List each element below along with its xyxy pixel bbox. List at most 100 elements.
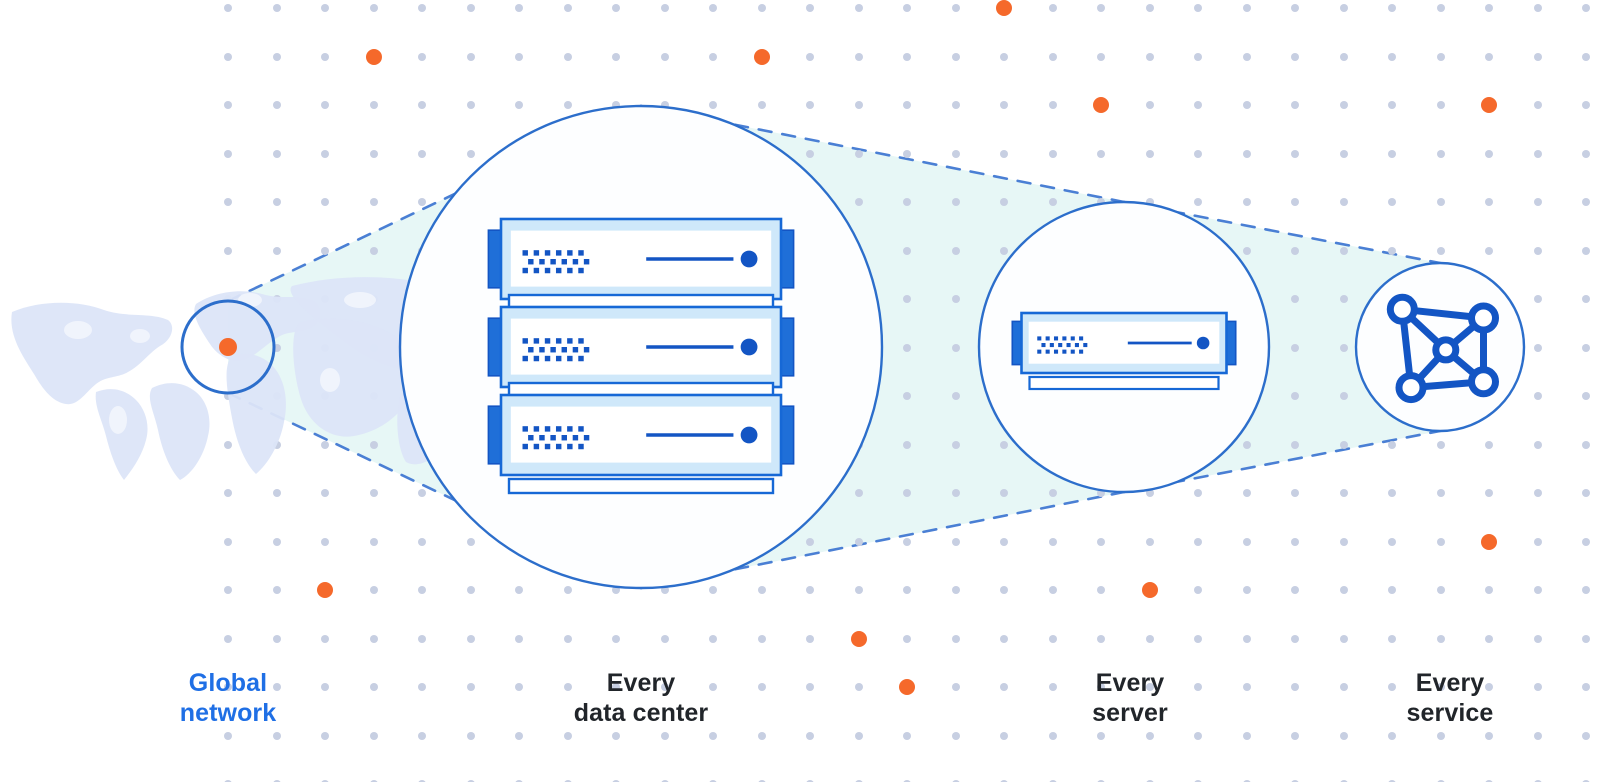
server-port-dot xyxy=(572,347,579,353)
server-port-dot xyxy=(533,338,540,344)
grid-dot xyxy=(273,732,281,740)
grid-dot xyxy=(952,441,960,449)
grid-dot xyxy=(467,101,475,109)
grid-dot xyxy=(1049,538,1057,546)
grid-dot xyxy=(903,198,911,206)
grid-dot xyxy=(1000,441,1008,449)
server-port-dot xyxy=(522,426,528,432)
server-port-dot xyxy=(550,259,556,265)
grid-dot xyxy=(1582,441,1590,449)
grid-dot xyxy=(709,4,717,12)
grid-dot xyxy=(370,101,378,109)
server-port-dot xyxy=(567,250,573,256)
grid-dot xyxy=(418,683,426,691)
grid-dot xyxy=(321,635,329,643)
grid-dot xyxy=(1340,295,1348,303)
server-port-dot xyxy=(1058,343,1063,348)
grid-dot xyxy=(467,635,475,643)
grid-dot xyxy=(1194,489,1202,497)
grid-dot xyxy=(1485,198,1493,206)
grid-dot xyxy=(758,101,766,109)
grid-dot xyxy=(1243,586,1251,594)
grid-dot xyxy=(952,392,960,400)
highlight-dot xyxy=(1142,582,1158,598)
grid-dot xyxy=(418,101,426,109)
grid-dot xyxy=(224,489,232,497)
grid-dot xyxy=(1485,732,1493,740)
grid-dot xyxy=(1291,101,1299,109)
grid-dot xyxy=(1582,344,1590,352)
grid-dot xyxy=(806,538,814,546)
grid-dot xyxy=(1194,53,1202,61)
server-port-dot xyxy=(1079,349,1084,354)
highlight-dot xyxy=(1481,534,1497,550)
grid-dot xyxy=(1437,441,1445,449)
grid-dot xyxy=(952,586,960,594)
grid-dot xyxy=(1437,683,1445,691)
grid-dot xyxy=(758,635,766,643)
server-port-dot xyxy=(533,267,540,274)
grid-dot xyxy=(952,150,960,158)
grid-dot xyxy=(952,635,960,643)
stage-label-global-network: Global network xyxy=(179,669,277,727)
server-rack xyxy=(487,217,795,495)
grid-dot xyxy=(1097,586,1105,594)
server-indicator-dot xyxy=(740,426,758,444)
server-port-dot xyxy=(544,338,551,344)
grid-dot xyxy=(1437,101,1445,109)
grid-dot xyxy=(515,4,523,12)
grid-dot xyxy=(1437,150,1445,158)
server-port-dot xyxy=(1045,336,1050,341)
grid-dot xyxy=(1194,101,1202,109)
grid-dot xyxy=(1534,344,1542,352)
server-port-dot xyxy=(583,435,590,441)
grid-dot xyxy=(806,150,814,158)
grid-dot xyxy=(806,635,814,643)
grid-dot xyxy=(758,4,766,12)
grid-dot xyxy=(1291,344,1299,352)
highlight-dot xyxy=(1481,97,1497,113)
grid-dot xyxy=(1194,538,1202,546)
grid-dot xyxy=(224,150,232,158)
grid-dot xyxy=(1000,586,1008,594)
grid-dot xyxy=(903,538,911,546)
grid-dot xyxy=(1582,732,1590,740)
grid-dot xyxy=(1243,150,1251,158)
grid-dot xyxy=(1485,247,1493,255)
grid-dot xyxy=(1243,732,1251,740)
grid-dot xyxy=(515,732,523,740)
server-port-dot xyxy=(522,267,528,274)
grid-dot xyxy=(564,635,572,643)
grid-dot xyxy=(903,247,911,255)
grid-dot xyxy=(1000,489,1008,497)
grid-dot xyxy=(370,4,378,12)
grid-dot xyxy=(418,489,426,497)
grid-dot xyxy=(515,683,523,691)
rack-base xyxy=(507,477,775,495)
grid-dot xyxy=(467,732,475,740)
highlight-dot xyxy=(1093,97,1109,113)
grid-dot xyxy=(1582,295,1590,303)
grid-dot xyxy=(855,489,863,497)
grid-dot xyxy=(370,538,378,546)
grid-dot xyxy=(1291,538,1299,546)
server-port-dot xyxy=(539,259,545,265)
grid-dot xyxy=(321,101,329,109)
grid-dot xyxy=(273,247,281,255)
server-port-dot xyxy=(583,259,590,265)
grid-dot xyxy=(855,538,863,546)
map-water-2 xyxy=(109,406,127,434)
grid-dot xyxy=(1340,538,1348,546)
grid-dot xyxy=(1534,441,1542,449)
grid-dot xyxy=(1291,53,1299,61)
server-port-dot xyxy=(533,443,540,450)
grid-dot xyxy=(370,489,378,497)
map-water-4 xyxy=(344,292,376,308)
grid-dot xyxy=(564,732,572,740)
grid-dot xyxy=(1534,295,1542,303)
grid-dot xyxy=(467,683,475,691)
grid-dot xyxy=(758,732,766,740)
map-location-marker xyxy=(219,338,237,356)
grid-dot xyxy=(1049,635,1057,643)
grid-dot xyxy=(1534,489,1542,497)
